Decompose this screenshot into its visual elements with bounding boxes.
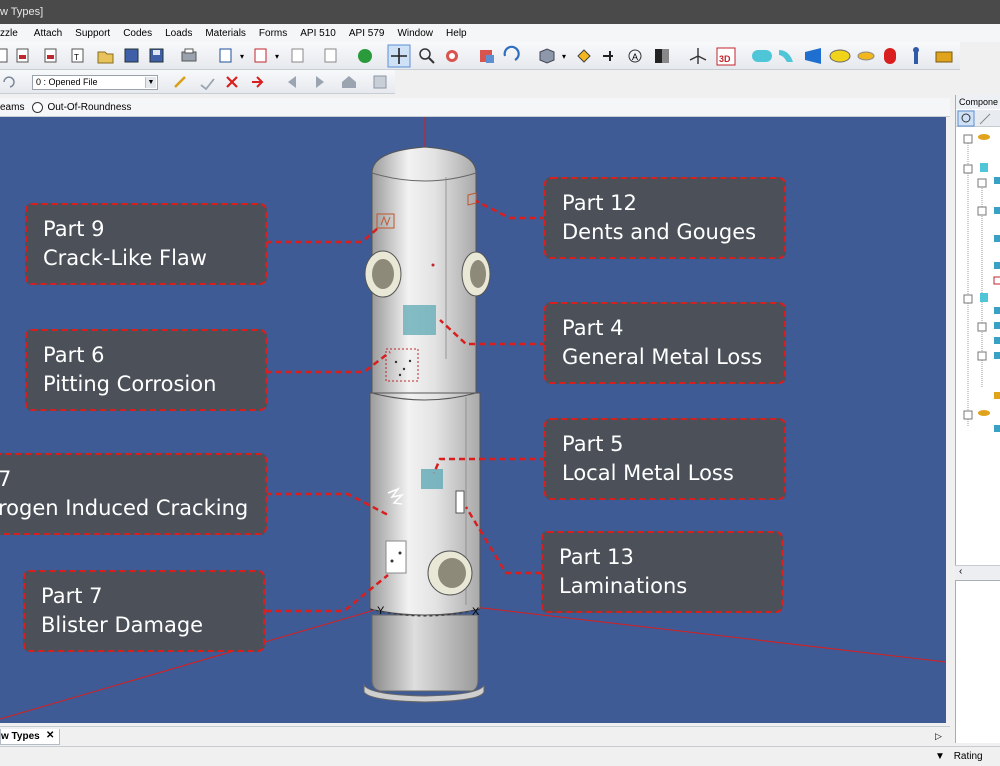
y-axis-label: Y [377,605,385,617]
view-icons[interactable]: ▾ A 3D [358,45,735,67]
blister-marker [386,541,406,573]
menu-nozzle[interactable]: zzle [0,28,25,39]
callout-part7-title: Part 7 [41,582,247,611]
rating-dropdown-icon[interactable]: ▼ [935,751,945,762]
callout-part9: Part 9 Crack-Like Flaw [25,203,267,285]
seams-option[interactable]: eams [0,102,24,113]
svg-text:3D: 3D [719,54,731,64]
menu-attach[interactable]: Attach [25,28,69,39]
properties-panel [955,580,1000,743]
callout-part13-desc: Laminations [559,572,765,601]
svg-text:A: A [632,52,638,62]
callout-part12: Part 12 Dents and Gouges [544,177,786,259]
svg-text:▾: ▾ [562,52,566,61]
menu-bar: zzle Attach Support Codes Loads Material… [0,24,1000,42]
callout-part7-hic-title: 7 [0,465,249,494]
callout-part13: Part 13 Laminations [541,531,783,613]
callout-part7-hic-desc: rogen Induced Cracking [0,494,249,523]
menu-api510[interactable]: API 510 [294,28,343,39]
home-icon[interactable] [342,76,356,88]
document-tab-bar: w Types ✕ ▷ [0,726,950,746]
dent-point [432,264,435,267]
scroll-left-icon[interactable]: ‹ [959,566,962,577]
delete-icon[interactable] [227,77,237,87]
close-icon[interactable]: ✕ [46,730,54,741]
rating-label: Rating [954,751,983,762]
search-icon[interactable] [958,111,974,126]
callout-part6-desc: Pitting Corrosion [43,370,249,399]
x-axis-label: X [472,606,480,618]
redo-icon[interactable] [4,77,14,87]
main-toolbar: T ▾ ▾ ▾ A 3D [0,42,960,70]
svg-text:T: T [74,53,79,62]
svg-text:▾: ▾ [275,52,279,61]
out-of-roundness-radio[interactable] [32,102,43,113]
component-panel-header: Compone [956,95,1000,109]
callout-part5-title: Part 5 [562,430,768,459]
file-select-value: 0 : Opened File [36,77,98,87]
callout-part6: Part 6 Pitting Corrosion [25,329,267,411]
callout-part4: Part 4 General Metal Loss [544,302,786,384]
window-title: w Types] [0,6,43,18]
menu-materials[interactable]: Materials [199,28,253,39]
callout-part7-desc: Blister Damage [41,611,247,640]
component-tree[interactable] [956,127,1000,567]
general-metal-loss-grid [403,305,436,335]
title-bar: w Types] [0,0,1000,24]
menu-forms[interactable]: Forms [253,28,294,39]
print-icons[interactable]: ▾ ▾ [182,49,336,62]
option-bar: eams Out-Of-Roundness [0,98,950,117]
chevron-down-icon[interactable]: ▼ [145,77,156,88]
svg-text:▾: ▾ [240,52,244,61]
file-icons[interactable]: T [0,49,163,63]
component-icons[interactable] [752,47,952,64]
edit-tool-icon[interactable] [980,114,990,124]
status-bar: ▼ Rating [0,746,1000,766]
main-toolbar-icons: T ▾ ▾ ▾ A 3D [0,42,960,70]
callout-part7: Part 7 Blister Damage [23,570,265,652]
nozzle-left [365,251,401,297]
menu-support[interactable]: Support [69,28,117,39]
vessel-skirt [372,615,478,691]
out-of-roundness-label[interactable]: Out-Of-Roundness [47,102,131,113]
tab-flaw-types[interactable]: w Types ✕ [0,729,60,745]
check-icon[interactable] [201,79,214,89]
callout-part9-desc: Crack-Like Flaw [43,244,249,273]
callout-part5-desc: Local Metal Loss [562,459,768,488]
x-axis-line [474,607,946,662]
rating-control[interactable]: ▼ Rating [935,751,983,762]
previous-icon[interactable] [288,76,296,88]
component-panel-tools [956,110,1000,127]
menu-help[interactable]: Help [440,28,474,39]
tab-flaw-types-label: w Types [1,731,40,742]
menu-api579[interactable]: API 579 [343,28,392,39]
lamination-marker [456,491,464,513]
callout-part12-title: Part 12 [562,189,768,218]
tab-scroll-right-icon[interactable]: ▷ [935,731,942,742]
component-panel: Compone [955,95,1000,578]
next-icon[interactable] [316,76,324,88]
callout-part13-title: Part 13 [559,543,765,572]
menu-loads[interactable]: Loads [159,28,199,39]
callout-part6-title: Part 6 [43,341,249,370]
file-select[interactable]: 0 : Opened File ▼ [32,75,158,90]
callout-part7-hic: 7 rogen Induced Cracking [0,453,267,535]
callout-part9-title: Part 9 [43,215,249,244]
list-icon[interactable] [374,76,386,88]
insert-icon[interactable] [252,77,262,87]
menu-window[interactable]: Window [391,28,440,39]
menu-codes[interactable]: Codes [117,28,159,39]
callout-part4-title: Part 4 [562,314,768,343]
nozzle-right [462,252,490,296]
local-metal-loss-grid [421,469,443,489]
callout-part4-desc: General Metal Loss [562,343,768,372]
callout-part12-desc: Dents and Gouges [562,218,768,247]
edit-icon[interactable] [175,77,185,87]
component-panel-scrollbar[interactable]: ‹ [955,565,1000,579]
nozzle-lower [428,551,472,595]
callout-part5: Part 5 Local Metal Loss [544,418,786,500]
model-viewport[interactable]: Y X Part 9 Crack-Like Flaw Part 12 Dents… [0,117,946,723]
